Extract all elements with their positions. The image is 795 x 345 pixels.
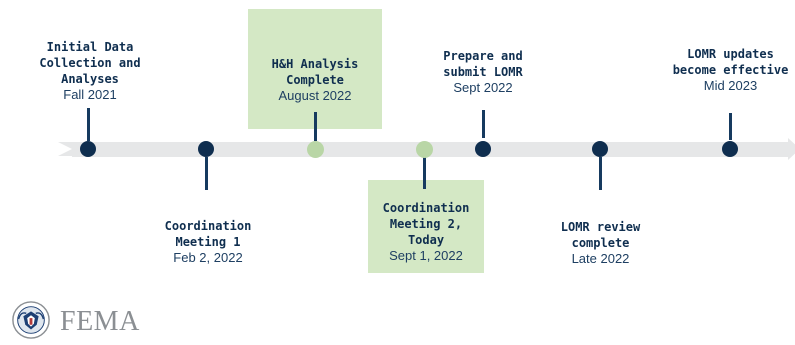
milestone-title-7a: LOMR updates <box>687 47 774 61</box>
milestone-title-1c: Analyses <box>61 72 119 86</box>
highlight-box-hh-analysis <box>248 9 382 129</box>
milestone-title-4b: Meeting 2, <box>389 217 463 231</box>
dhs-seal-icon <box>12 301 50 339</box>
milestone-title-3a: H&H Analysis <box>271 57 359 71</box>
milestone-date-4: Sept 1, 2022 <box>389 248 463 263</box>
milestone-title-4a: Coordination <box>382 201 470 215</box>
milestone-tick-3 <box>314 112 317 141</box>
milestone-title-6a: LOMR review <box>560 220 641 234</box>
milestone-tick-1 <box>87 108 90 141</box>
milestone-tick-6 <box>599 157 602 190</box>
highlight-box-coordination-2 <box>368 180 484 273</box>
milestone-tick-7 <box>729 113 732 140</box>
milestone-dot-7 <box>722 141 738 157</box>
timeline-arrow-icon <box>788 138 795 160</box>
milestone-title-2a: Coordination <box>164 219 252 233</box>
milestone-dot-2 <box>198 141 214 157</box>
milestone-date-2: Feb 2, 2022 <box>173 250 243 265</box>
milestone-date-3: August 2022 <box>278 88 352 103</box>
milestone-title-1b: Collection and <box>39 56 141 70</box>
milestone-label-3: H&H Analysis Complete August 2022 <box>255 56 375 104</box>
milestone-title-4c: Today <box>407 233 445 247</box>
milestone-title-1a: Initial Data <box>46 40 134 54</box>
milestone-title-3b: Complete <box>286 73 344 87</box>
milestone-label-7: LOMR updates become effective Mid 2023 <box>666 46 795 94</box>
milestone-label-2: Coordination Meeting 1 Feb 2, 2022 <box>148 218 268 266</box>
milestone-date-6: Late 2022 <box>571 251 630 266</box>
milestone-title-5a: Prepare and <box>443 49 523 63</box>
milestone-title-5b: submit LOMR <box>443 65 523 79</box>
milestone-label-5: Prepare and submit LOMR Sept 2022 <box>423 48 543 96</box>
milestone-tick-5 <box>482 110 485 138</box>
milestone-title-7b: become effective <box>672 63 789 77</box>
milestone-date-1: Fall 2021 <box>63 87 117 102</box>
milestone-label-6: LOMR review complete Late 2022 <box>538 219 663 267</box>
milestone-tick-2 <box>205 157 208 190</box>
milestone-title-2b: Meeting 1 <box>175 235 241 249</box>
milestone-label-4: Coordination Meeting 2, Today Sept 1, 20… <box>366 200 486 264</box>
milestone-dot-4 <box>416 141 433 158</box>
timeline-track-start <box>58 142 72 156</box>
milestone-label-1: Initial Data Collection and Analyses Fal… <box>30 39 150 103</box>
milestone-date-5: Sept 2022 <box>453 80 513 95</box>
milestone-dot-6 <box>592 141 608 157</box>
milestone-date-7: Mid 2023 <box>703 78 758 93</box>
milestone-dot-3 <box>307 141 324 158</box>
milestone-tick-4 <box>423 157 426 189</box>
milestone-dot-1 <box>80 141 96 157</box>
fema-logo-text: FEMA <box>60 306 140 337</box>
milestone-title-6b: complete <box>571 236 630 250</box>
milestone-dot-5 <box>475 141 491 157</box>
